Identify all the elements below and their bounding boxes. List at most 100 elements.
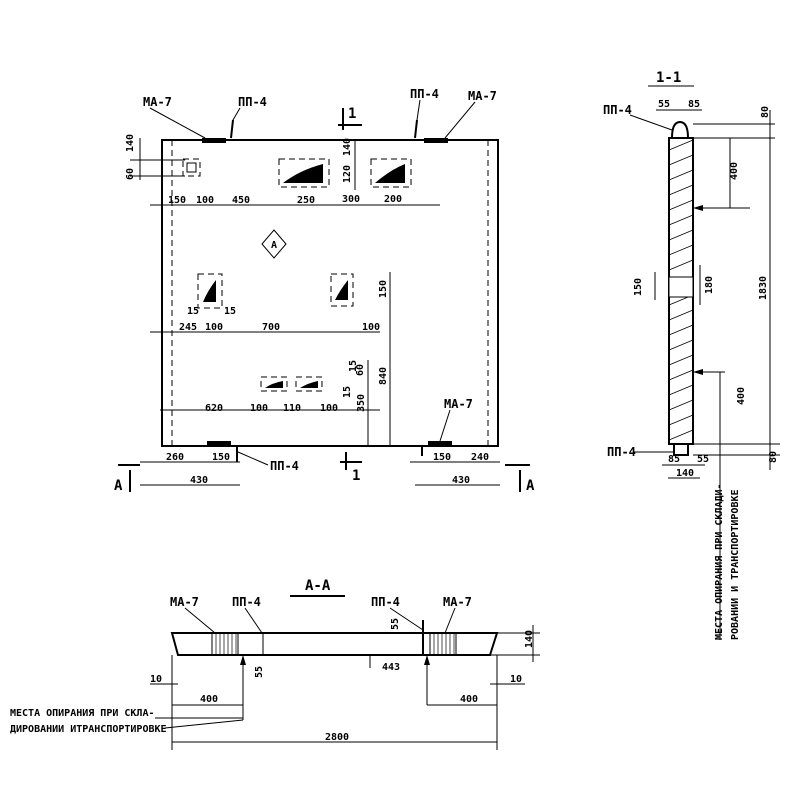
leader-ma7-top-left bbox=[149, 107, 206, 139]
dim-55: 55 bbox=[658, 99, 670, 110]
dim-elev-10-a: 10 bbox=[150, 674, 162, 685]
label-pp4-elev-right: ПП-4 bbox=[371, 595, 400, 609]
dim-85-b: 85 bbox=[668, 454, 680, 465]
dim-240: 240 bbox=[471, 452, 489, 463]
leader-pp4-bottom bbox=[237, 451, 269, 466]
dim-15-a: 15 bbox=[187, 306, 199, 317]
label-pp4-elev-left: ПП-4 bbox=[232, 595, 261, 609]
embedded-part-left bbox=[211, 632, 239, 656]
embedded-part-right bbox=[429, 632, 457, 656]
section-mark-a-left: А bbox=[114, 478, 123, 494]
panel-outline bbox=[161, 139, 499, 447]
dim-80-top: 80 bbox=[760, 106, 771, 118]
leader-ma7-elev-left bbox=[184, 607, 216, 634]
section-hatch bbox=[668, 139, 694, 441]
section-bottom-loop bbox=[673, 444, 689, 456]
hole-mid-left-fill bbox=[203, 280, 216, 302]
dim-elev-2800: 2800 bbox=[325, 732, 349, 743]
hole-mid-right bbox=[330, 273, 354, 307]
leader-ma7-top-right bbox=[444, 101, 476, 139]
dim-350: 350 bbox=[356, 394, 367, 412]
dim-100-c: 100 bbox=[362, 322, 380, 333]
dim-elev-55-b: 55 bbox=[254, 666, 265, 678]
view-marker-diamond bbox=[261, 229, 287, 259]
dim-15-b: 15 bbox=[224, 306, 236, 317]
dim-700: 700 bbox=[262, 322, 280, 333]
dim-60-b: 60 bbox=[355, 364, 366, 376]
section-mark-1-top: 1 bbox=[348, 106, 356, 122]
dim-100-b: 100 bbox=[205, 322, 223, 333]
dim-140-top: 140 bbox=[125, 134, 136, 152]
section-mark-a-right: А bbox=[526, 478, 535, 494]
dim-840: 840 bbox=[378, 367, 389, 385]
dim-300: 300 bbox=[342, 194, 360, 205]
leader-note-bottom-2 bbox=[164, 719, 244, 729]
note-support-bottom-2: ДИРОВАНИИ ИТРАНСПОРТИРОВКЕ bbox=[10, 724, 167, 735]
leader-pp4-elev-left bbox=[244, 607, 263, 634]
support-arrow-left-head bbox=[240, 655, 246, 665]
label-pp4-top-right: ПП-4 bbox=[410, 87, 439, 101]
leader-pp4-top-left bbox=[232, 107, 241, 121]
loop-pp4-top-left bbox=[230, 119, 234, 139]
dim-150-section: 150 bbox=[633, 278, 644, 296]
hole-small bbox=[182, 158, 201, 177]
dim-430-b: 430 bbox=[452, 475, 470, 486]
section-opening bbox=[668, 276, 694, 298]
dim-15-c: 15 bbox=[348, 360, 359, 372]
dim-60: 60 bbox=[125, 168, 136, 180]
label-pp4-bottom: ПП-4 bbox=[270, 459, 299, 473]
label-pp4-section-bottom: ПП-4 bbox=[607, 445, 636, 459]
dim-elev-400-b: 400 bbox=[460, 694, 478, 705]
plate-ma7-bottom-right bbox=[428, 441, 452, 446]
section-mark-1-bottom: 1 bbox=[352, 468, 360, 484]
section-top-loop bbox=[671, 120, 689, 139]
hole-small-inner bbox=[186, 162, 197, 173]
elevation-profile bbox=[170, 632, 499, 656]
hole-large-2-fill bbox=[375, 164, 405, 183]
label-ma7-top-left: МА-7 bbox=[143, 95, 172, 109]
plate-ma7-top-left bbox=[202, 138, 226, 143]
hole-low-2 bbox=[295, 376, 323, 392]
dim-400-top: 400 bbox=[729, 162, 740, 180]
dim-15-d: 15 bbox=[342, 386, 353, 398]
dim-85: 85 bbox=[688, 99, 700, 110]
note-support-bottom-1: МЕСТА ОПИРАНИЯ ПРИ СКЛА- bbox=[10, 708, 155, 719]
dim-elev-140: 140 bbox=[524, 630, 535, 648]
loop-pp4-top-right bbox=[414, 119, 418, 139]
label-pp4-top-left: ПП-4 bbox=[238, 95, 267, 109]
dim-200: 200 bbox=[384, 194, 402, 205]
dim-55-b: 55 bbox=[697, 454, 709, 465]
dim-elev-400-a: 400 bbox=[200, 694, 218, 705]
leader-pp4-section-top bbox=[629, 114, 673, 131]
dim-150-side: 150 bbox=[378, 280, 389, 298]
elevation-a-a: А-А bbox=[10, 578, 540, 750]
section-1-1: 1-1 bbox=[603, 70, 780, 640]
elevation-title: А-А bbox=[305, 578, 331, 594]
dim-1830: 1830 bbox=[758, 276, 769, 300]
plan-view: А 140 60 150 100 450 250 300 200 120 140… bbox=[114, 87, 535, 494]
hole-mid-left bbox=[197, 273, 223, 309]
dim-elev-10-b: 10 bbox=[510, 674, 522, 685]
dim-450: 450 bbox=[232, 195, 250, 206]
dim-110: 110 bbox=[283, 403, 301, 414]
leader-pp4-top-right bbox=[416, 99, 421, 121]
label-pp4-section-top: ПП-4 bbox=[603, 103, 632, 117]
label-ma7-elev-right: МА-7 bbox=[443, 595, 472, 609]
dim-150-b: 150 bbox=[212, 452, 230, 463]
hole-large-1-fill bbox=[283, 164, 323, 183]
dim-100-d: 100 bbox=[250, 403, 268, 414]
label-ma7-bottom-right: МА-7 bbox=[444, 397, 473, 411]
dim-430-a: 430 bbox=[190, 475, 208, 486]
view-marker-label: А bbox=[271, 240, 277, 251]
hole-large-1 bbox=[278, 158, 330, 188]
support-arrow-right-head bbox=[424, 655, 430, 665]
dim-80-bottom: 80 bbox=[768, 451, 779, 463]
dim-620: 620 bbox=[205, 403, 223, 414]
dim-150: 150 bbox=[168, 195, 186, 206]
dim-180: 180 bbox=[704, 276, 715, 294]
dim-120: 120 bbox=[342, 165, 353, 183]
note-support-vertical-1: МЕСТА ОПИРАНИЯ ПРИ СКЛАДИ- bbox=[714, 483, 725, 640]
leader-ma7-bottom-right bbox=[439, 409, 451, 442]
dim-140-section: 140 bbox=[676, 468, 694, 479]
